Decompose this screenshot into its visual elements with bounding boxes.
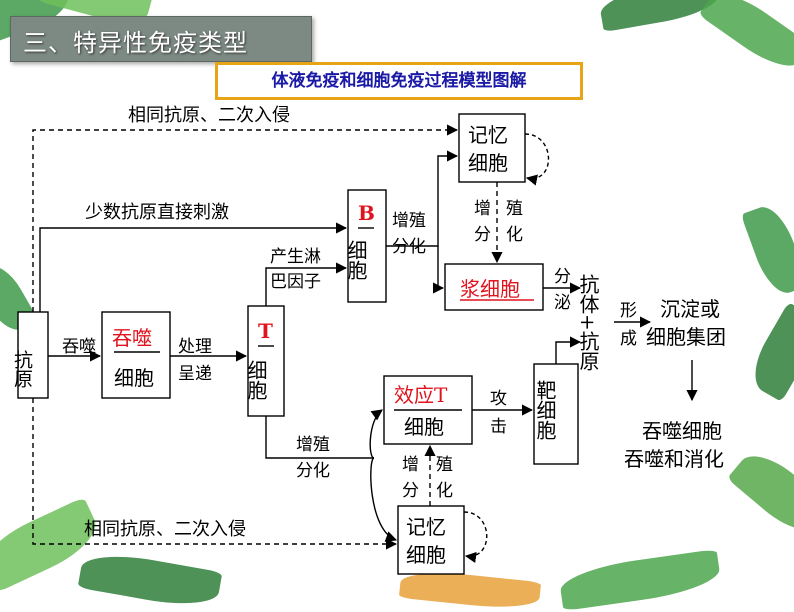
- edge-label-prolif-t-1: 增殖: [296, 435, 330, 455]
- edge-label-present: 呈递: [178, 364, 212, 384]
- edge-direct-stimulus: [39, 222, 348, 312]
- node-phagocyte-top: 吞噬: [112, 326, 152, 350]
- edge-target-release: [555, 336, 582, 364]
- node-t-top: T: [258, 319, 273, 343]
- edge-label-mem-t-2: 分: [402, 481, 419, 501]
- plasma-cell-box: [444, 263, 544, 311]
- edge-label-form-1: 形: [620, 301, 637, 321]
- edge-lymphokine: [265, 262, 348, 306]
- edge-secondary-top: [32, 124, 459, 312]
- edge-label-same-antigen-top: 相同抗原、二次入侵: [128, 105, 290, 126]
- edge-label-lymphokine-1: 产生淋: [270, 247, 321, 267]
- memory-self-loop-bottom: [463, 511, 488, 563]
- edge-label-engulf: 吞噬: [62, 337, 96, 357]
- node-precip-2: 细胞集团: [646, 325, 726, 349]
- node-memory-top-text: 记忆: [468, 123, 508, 147]
- node-phagocyte-bottom: 细胞: [114, 366, 154, 390]
- edge-t-effector: [369, 409, 383, 459]
- node-b-bottom: 细胞: [344, 240, 368, 280]
- node-t-bottom: 细胞: [244, 360, 268, 400]
- edge-label-proliferate-b-1: 增殖: [392, 211, 426, 231]
- edge-label-mem-prolif-2: 分: [474, 225, 491, 245]
- page-title-text: 三、特异性免疫类型: [23, 29, 248, 57]
- diagram-subtitle-text: 体液免疫和细胞免疫过程模型图解: [271, 71, 527, 91]
- node-final-1: 吞噬细胞: [642, 419, 722, 443]
- node-memory-top-text-line2: 细胞: [468, 151, 508, 175]
- immune-process-diagram: 相同抗原、二次入侵 少数抗原直接刺激 产生淋 巴因子 吞噬 处理 呈递 增殖 分…: [11, 105, 726, 575]
- page-title: 三、特异性免疫类型: [10, 16, 312, 62]
- edge-label-few-antigen: 少数抗原直接刺激: [85, 202, 229, 223]
- edge-b-differentiate: [386, 150, 459, 247]
- b-cell-box: [347, 189, 387, 303]
- node-effector-top: 效应T: [394, 383, 448, 407]
- node-effector-bottom: 细胞: [404, 415, 444, 439]
- node-b-top: B: [358, 201, 375, 225]
- edge-b-plasma: [432, 246, 445, 294]
- edge-label-mem-prolif-1: 增: [474, 199, 491, 219]
- edge-label-mem-t-4: 化: [436, 481, 453, 501]
- node-antigen: 抗原: [11, 350, 33, 388]
- node-final-2: 吞噬和消化: [624, 447, 724, 471]
- edge-t-memory: [370, 457, 398, 542]
- edge-label-same-antigen-bottom: 相同抗原、二次入侵: [84, 519, 246, 540]
- phagocyte-box: [101, 311, 171, 399]
- edge-label-mem-prolif-4: 化: [506, 225, 523, 245]
- node-plasma: 浆细胞: [460, 277, 520, 301]
- node-antibody-antigen: 抗体+抗原: [576, 274, 600, 371]
- edge-label-mem-prolif-3: 殖: [506, 199, 523, 219]
- edge-secondary-bottom: [32, 398, 398, 550]
- node-precip-1: 沉淀或: [660, 297, 720, 321]
- edge-label-prolif-t-2: 分化: [296, 461, 330, 481]
- memory-cell-bottom-box: [397, 505, 465, 575]
- node-memory-top: 记忆细胞: [468, 123, 508, 175]
- node-target: 靶细胞: [533, 380, 557, 440]
- target-cell-box: [533, 363, 579, 465]
- edge-label-secrete-1: 分: [554, 267, 571, 287]
- edge-label-mem-t-1: 增: [402, 455, 419, 475]
- edge-label-engulf-1: 吞噬: [62, 337, 96, 357]
- edge-label-attack-1: 攻: [490, 389, 507, 409]
- memory-cell-top-box: [458, 113, 526, 183]
- edge-label-attack-2: 击: [490, 417, 507, 437]
- edge-label-process: 处理: [178, 337, 212, 357]
- edge-t-differentiate: [265, 416, 374, 459]
- diagram-subtitle: 体液免疫和细胞免疫过程模型图解: [215, 62, 583, 100]
- node-memory-bottom-text-line2: 细胞: [406, 543, 446, 567]
- node-memory-bottom-text: 记忆: [406, 515, 446, 539]
- memory-self-loop-top: [524, 133, 550, 186]
- node-memory-bottom: 记忆细胞: [406, 515, 446, 567]
- edge-label-secrete-2: 泌: [554, 293, 571, 313]
- edge-label-form-2: 成: [620, 329, 637, 349]
- edge-label-mem-t-3: 殖: [436, 455, 453, 475]
- edge-label-lymphokine-2: 巴因子: [270, 272, 321, 292]
- edge-label-proliferate-b-2: 分化: [392, 237, 426, 257]
